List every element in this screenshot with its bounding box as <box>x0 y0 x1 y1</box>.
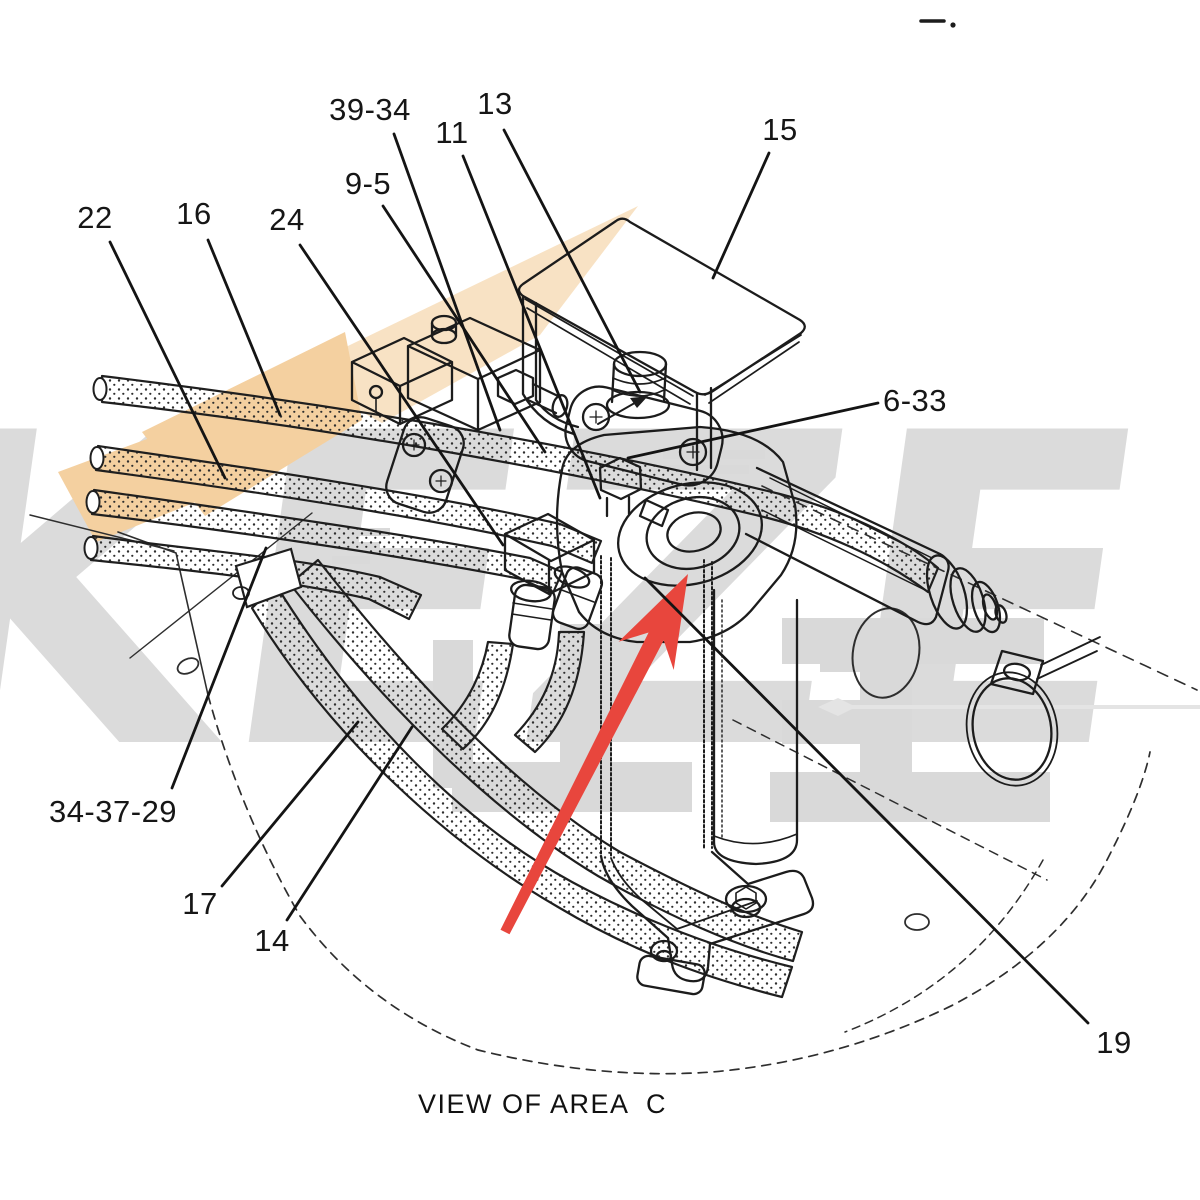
leader-line-19 <box>643 576 1090 1025</box>
callout-leader-lines <box>108 128 1090 1025</box>
stray-corner-marks <box>919 19 956 28</box>
hose-clamp-left <box>232 547 303 609</box>
hose-end-rings <box>83 377 108 560</box>
manifold-fittings <box>508 565 604 651</box>
hose-manifold-1 <box>440 640 515 751</box>
leader-line-17 <box>220 720 360 888</box>
leader-line-24 <box>298 243 505 547</box>
bracket-plate-15 <box>517 217 806 472</box>
red-arrow-polygon <box>500 574 688 935</box>
view-caption: VIEW OF AREA C <box>418 1089 668 1119</box>
flow-arrow-mark <box>597 396 648 425</box>
watermark-arrow <box>818 698 1200 716</box>
junction-box-24 <box>503 512 596 596</box>
leader-line-13 <box>502 128 642 394</box>
hose-3 <box>90 488 564 595</box>
left-block-assembly <box>350 314 569 514</box>
manifold-body <box>555 425 798 644</box>
leader-line-34-37-29 <box>170 546 268 790</box>
leader-line-16 <box>206 238 282 417</box>
hose-manifold-2 <box>513 630 586 754</box>
red-pointer-arrow <box>500 574 688 935</box>
hose-sweep-lower <box>250 583 794 999</box>
leader-line-22 <box>108 240 227 480</box>
leader-line-6-33 <box>626 401 880 460</box>
leader-line-39-34 <box>392 132 502 432</box>
leader-line-14 <box>285 725 414 922</box>
leader-line-15 <box>711 151 771 280</box>
pipe-and-fitting <box>744 466 1008 634</box>
hose-sweep-upper <box>288 558 804 963</box>
leader-line-11 <box>461 154 602 500</box>
accumulator-cylinder <box>712 588 799 866</box>
watermark-wedge <box>292 206 638 423</box>
support-stand <box>599 555 815 996</box>
band-clamp-right <box>965 636 1101 787</box>
machine-assembly <box>350 19 1101 996</box>
